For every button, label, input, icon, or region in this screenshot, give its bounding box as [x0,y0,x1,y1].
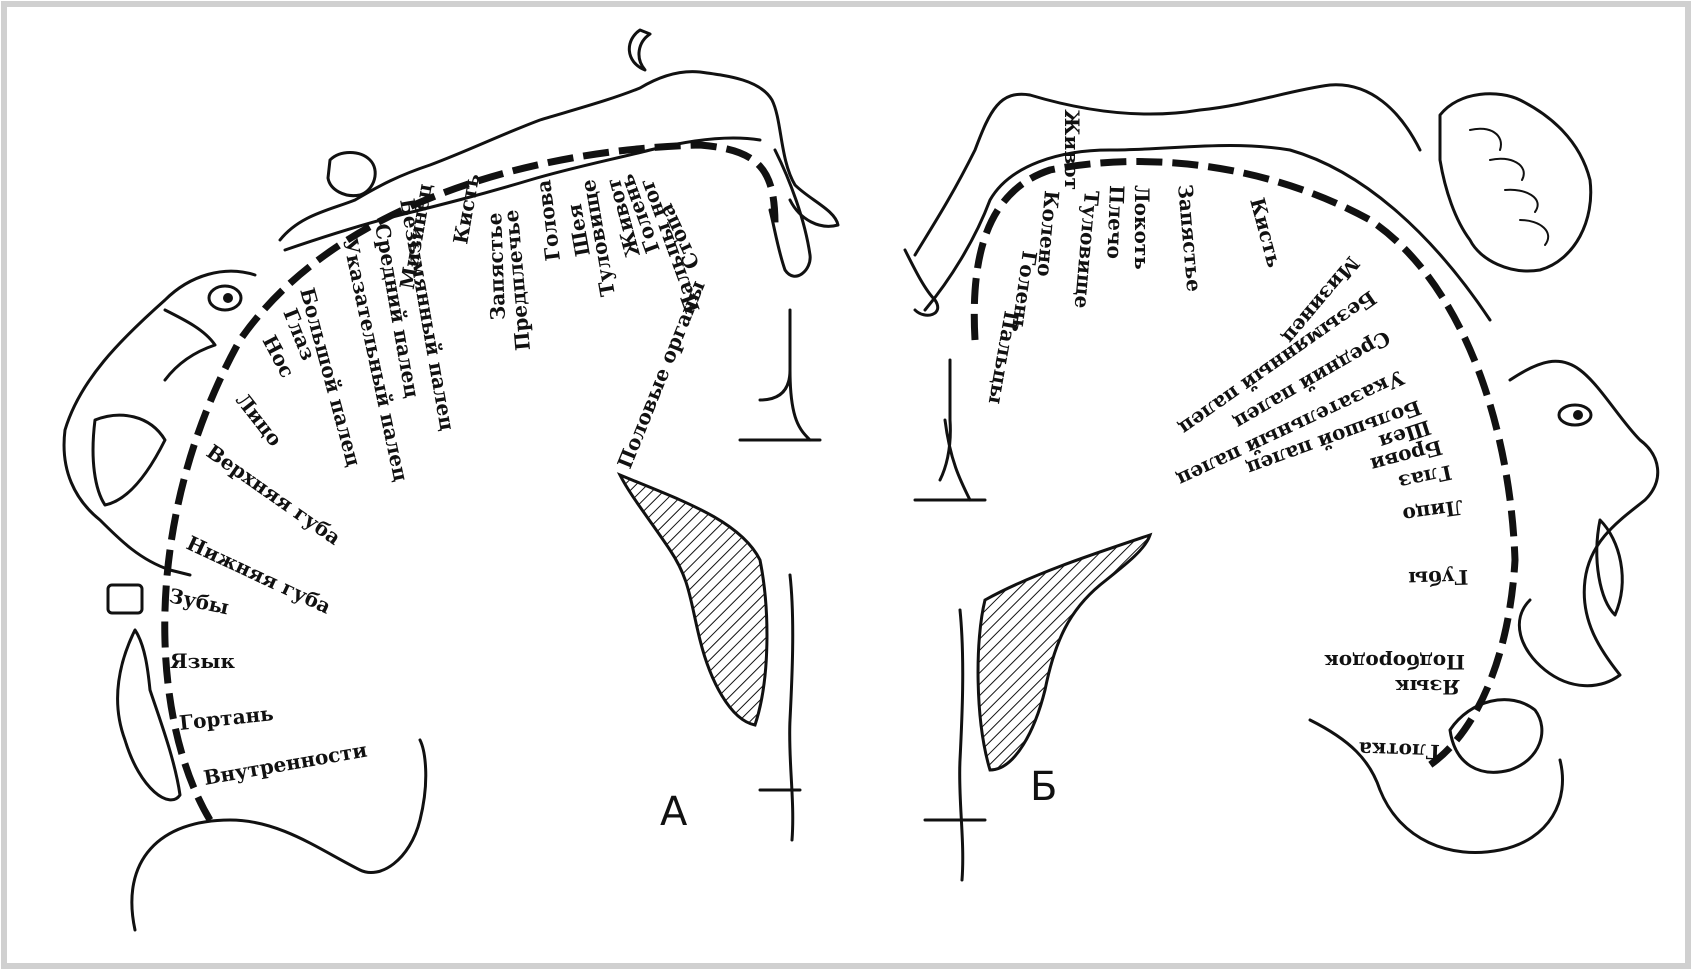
label-a-vnutrennosti: Внутренности [202,738,369,790]
homunculus-face-b [1510,361,1658,685]
fist-icon [1440,94,1591,271]
label-a-polovye: Половые органы [612,277,709,472]
label-b-plecho: Плечо [1102,185,1129,259]
open-mouth-icon [1597,520,1622,615]
homunculus-hand-a [328,153,375,196]
label-b-zhivot: Живот [1060,109,1084,190]
svg-text:Лицо: Лицо [1401,495,1464,527]
label-b-guby: Губы [1408,565,1469,591]
panel-letter-a: А [660,789,688,835]
svg-text:Колено: Колено [1032,190,1063,278]
label-a-litso: Лицо [231,388,287,451]
label-a-golova: Голова [531,179,565,263]
svg-text:Запястье: Запястье [482,212,510,320]
label-b-yazyk: Язык [1395,675,1460,699]
svg-text:Половые органы: Половые органы [612,277,709,472]
ventricle-b [978,535,1150,770]
label-b-glotka: Глотка [1358,737,1440,764]
svg-text:Локоть: Локоть [1130,185,1154,270]
svg-text:Верхняя губа: Верхняя губа [202,439,345,549]
sulcus-b2 [925,610,985,880]
label-a-gortan: Гортань [178,701,275,735]
svg-text:Зубы: Зубы [167,583,231,619]
homunculus-nose-a [165,310,215,380]
ventricle-a [620,475,767,725]
homunculus-face-a [64,271,255,575]
svg-text:Губы: Губы [1408,565,1469,591]
svg-text:Внутренности: Внутренности [202,738,369,790]
svg-text:Язык: Язык [170,649,235,673]
homunculus-leg-b [905,250,938,315]
label-b-podborodok: Подбородок [1324,650,1465,674]
svg-text:Язык: Язык [1395,675,1460,699]
svg-text:Голова: Голова [531,179,565,263]
label-a-kist: Кисть [448,172,484,246]
svg-text:Подбородок: Подбородок [1324,650,1465,674]
homunculus-belly-b [925,146,1490,320]
label-a-zapyastye: Запястье [482,212,510,320]
svg-text:Живот: Живот [1060,109,1084,190]
label-b-koleno: Колено [1032,190,1063,278]
svg-text:Гортань: Гортань [178,701,275,735]
panel-b: Пальцы Голень Колено Живот Туловище Плеч… [905,85,1658,880]
teeth-icon [108,585,142,613]
svg-text:Туловище: Туловище [1070,190,1104,310]
pupil-icon [223,293,233,303]
svg-text:Запястье: Запястье [1173,183,1206,292]
label-b-zapyastye: Запястье [1173,183,1206,292]
sulcus-b1 [915,360,985,500]
pupil-icon [1573,410,1583,420]
homunculus-head-mark-a [629,30,650,70]
label-a-verkhnyaya-guba: Верхняя губа [202,439,345,549]
svg-text:Кисть: Кисть [1245,195,1287,270]
knuckles-icon [1470,129,1548,245]
svg-text:Плечо: Плечо [1102,185,1129,259]
svg-text:Лицо: Лицо [231,388,287,451]
sulcus-a1 [740,310,820,440]
label-a-zuby: Зубы [167,583,231,619]
panel-a: Стопа Пальцы ног Половые органы Голень Ж… [64,30,838,930]
label-a-yazyk: Язык [170,649,235,673]
svg-text:Кисть: Кисть [448,172,484,246]
panel-letter-b: Б [1030,764,1057,810]
label-b-lokot: Локоть [1130,185,1154,270]
label-b-tulovishche: Туловище [1070,190,1104,310]
label-b-kist: Кисть [1245,195,1287,270]
homunculus-lip-a [93,415,165,505]
label-b-litso: Лицо [1401,495,1464,527]
svg-text:Глотка: Глотка [1358,737,1440,764]
